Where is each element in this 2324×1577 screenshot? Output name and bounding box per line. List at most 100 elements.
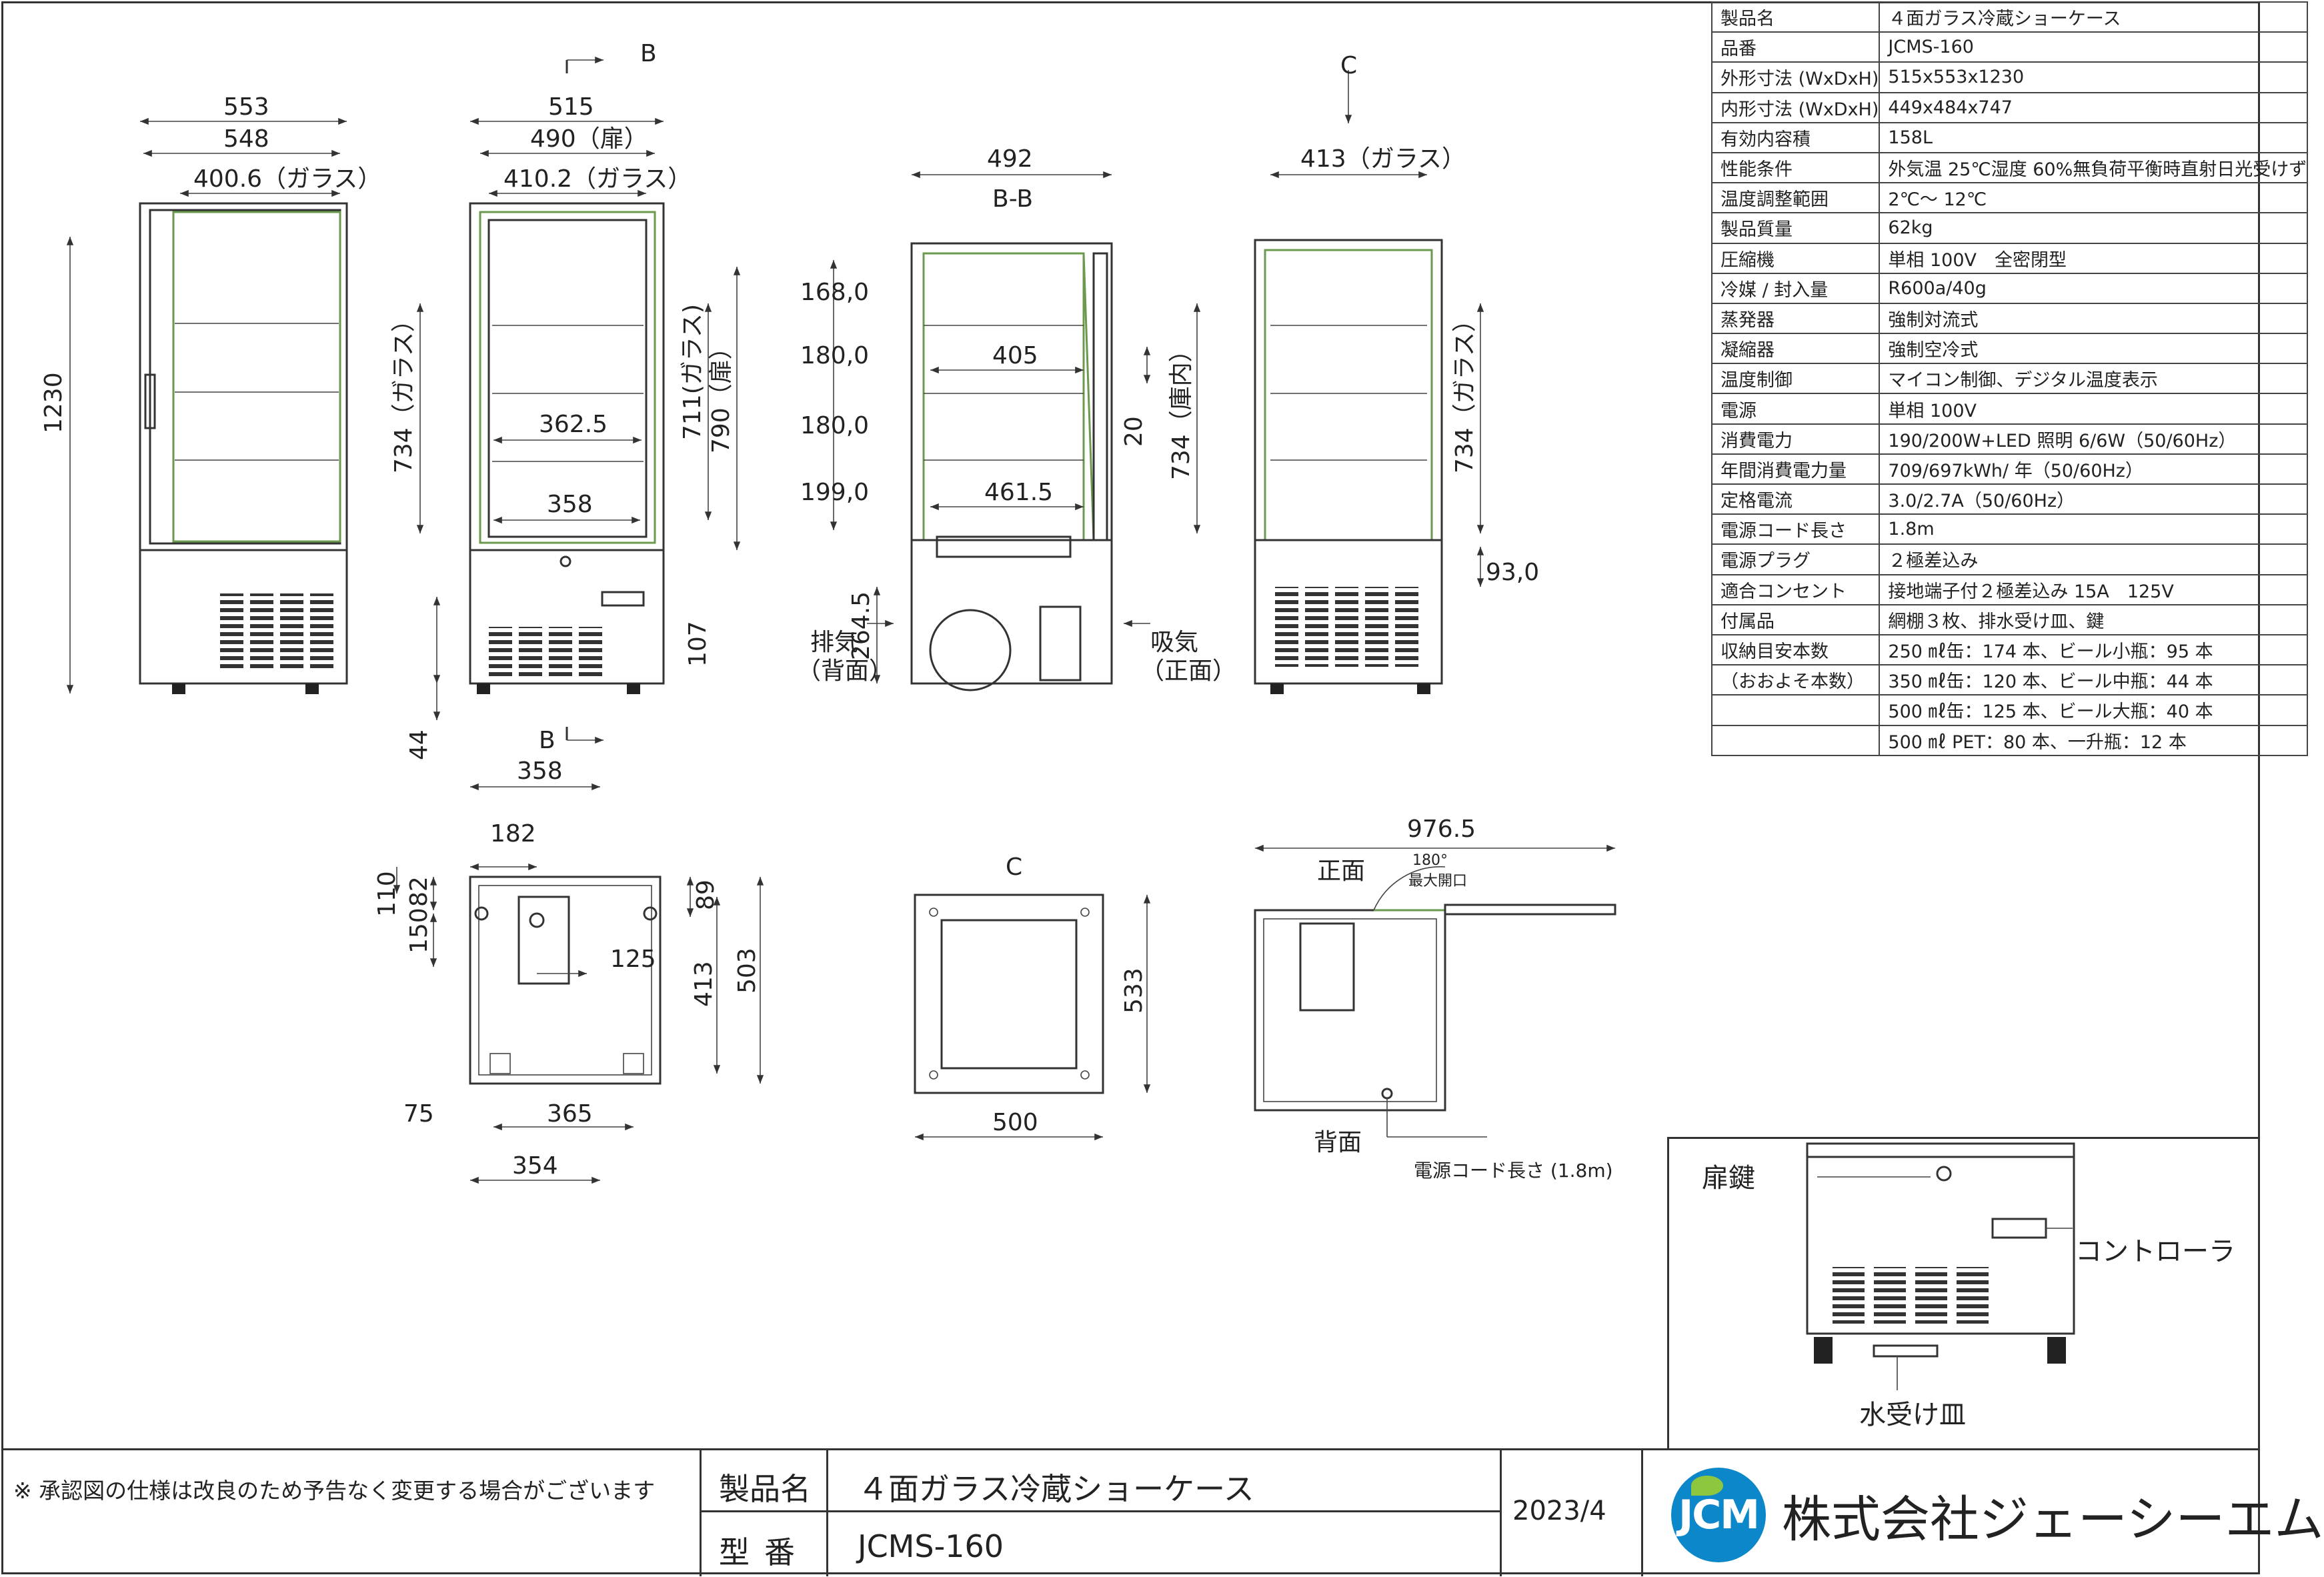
spec-value: R600a/40g [1879, 272, 2309, 304]
plan-title-c: C [1006, 854, 1022, 881]
dim-734-glass: 734（ガラス） [390, 308, 417, 473]
spec-key: 電源コード長さ [1710, 513, 1881, 545]
bottom-view: 182 110 82 150 125 89 413 503 75 365 354 [373, 820, 764, 1184]
dim-3625: 362.5 [539, 411, 608, 438]
company-name: 株式会社ジェーシーエム [1782, 1491, 2324, 1548]
spec-key [1710, 694, 1881, 726]
technical-drawing: 553 548 400.6（ガラス） 1230 734（ガラス） [40, 40, 2235, 1430]
spec-key [1710, 724, 1881, 756]
drawing-frame [1, 1, 2260, 1574]
inset-frame [1667, 1137, 2260, 1448]
dim-358-bottom: 358 [517, 757, 563, 785]
title-block: ※ 承認図の仕様は改良のため予告なく変更する場合がございます 製品名 型番 ４面… [1, 1448, 2324, 1576]
spec-value: 709/697kWh/ 年（50/60Hz） [1879, 453, 2309, 485]
drawing-date: 2023/4 [1502, 1450, 1643, 1576]
top-back-label: 背面 [1314, 1129, 1362, 1156]
dim-503: 503 [734, 948, 761, 994]
spec-value: 158L [1879, 121, 2309, 153]
spec-value: 500 ㎖缶：125 本、ビール大瓶：40 本 [1879, 694, 2309, 726]
spec-key: 付属品 [1710, 603, 1881, 635]
dim-1680: 168,0 [800, 279, 869, 306]
spec-row: 500 ㎖缶：125 本、ビール大瓶：40 本 [1710, 694, 2309, 726]
spec-value: マイコン制御、デジタル温度表示 [1879, 363, 2309, 395]
front-view: B B 515 490（扉） 410.2（ガラス） 362.5 358 711(… [405, 40, 741, 791]
spec-value: ４面ガラス冷蔵ショーケース [1879, 1, 2309, 33]
dim-548: 548 [223, 125, 269, 153]
spec-row: （おおよそ本数）350 ㎖缶：120 本、ビール中瓶：44 本 [1710, 664, 2309, 696]
product-name-value: ４面ガラス冷蔵ショーケース [828, 1450, 1502, 1512]
dim-4615: 461.5 [984, 479, 1053, 506]
spec-key: 凝縮器 [1710, 333, 1881, 365]
dim-1800-b: 180,0 [800, 412, 869, 439]
disclaimer-note: ※ 承認図の仕様は改良のため予告なく変更する場合がございます [1, 1450, 702, 1576]
product-name-label: 製品名 [702, 1450, 828, 1512]
spec-key: 温度調整範囲 [1710, 182, 1881, 214]
spec-key: 電源 [1710, 393, 1881, 425]
spec-row: 内形寸法 (WxDxH)449x484x747 [1710, 91, 2309, 123]
dim-734-glass-rear: 734（ガラス） [1451, 308, 1478, 473]
spec-value: ２極差込み [1879, 543, 2309, 575]
spec-value: 3.0/2.7A（50/60Hz） [1879, 483, 2309, 515]
spec-row: 性能条件外気温 25℃湿度 60%無負荷平衡時直射日光受けず [1710, 151, 2309, 184]
spec-value: 500 ㎖ PET：80 本、一升瓶：12 本 [1879, 724, 2309, 756]
model-label: 型番 [702, 1512, 828, 1576]
spec-value: 62kg [1879, 212, 2309, 244]
spec-key: 年間消費電力量 [1710, 453, 1881, 485]
dim-790-door: 790（扉） [708, 335, 735, 453]
spec-key: 有効内容積 [1710, 121, 1881, 153]
dim-75: 75 [403, 1100, 434, 1128]
company-brand: JCM 株式会社ジェーシーエム [1643, 1450, 2324, 1576]
spec-value: 515x553x1230 [1879, 61, 2309, 93]
spec-value: 単相 100V 全密閉型 [1879, 242, 2309, 274]
spec-row: 温度制御マイコン制御、デジタル温度表示 [1710, 363, 2309, 395]
dim-44: 44 [405, 729, 433, 760]
spec-value: 網棚３枚、排水受け皿、鍵 [1879, 603, 2309, 635]
spec-value: 強制対流式 [1879, 302, 2309, 335]
spec-row: 凝縮器強制空冷式 [1710, 333, 2309, 365]
spec-key: 蒸発器 [1710, 302, 1881, 335]
dim-413-glass: 413（ガラス） [1300, 145, 1466, 173]
spec-value: 190/200W+LED 照明 6/6W（50/60Hz） [1879, 423, 2309, 455]
dim-110: 110 [373, 871, 401, 917]
dim-354: 354 [512, 1152, 558, 1180]
spec-key: 収納目安本数 [1710, 633, 1881, 666]
model-value: JCMS-160 [828, 1512, 1502, 1576]
rear-view: C 413（ガラス） 734（ガラス） 93,0 [1254, 52, 1539, 694]
dim-553: 553 [223, 93, 269, 121]
spec-row: 蒸発器強制対流式 [1710, 302, 2309, 335]
dim-533: 533 [1120, 968, 1148, 1014]
logo-leaf-icon [1691, 1476, 1723, 1496]
spec-key: 外形寸法 (WxDxH) [1710, 61, 1881, 93]
spec-value: 350 ㎖缶：120 本、ビール中瓶：44 本 [1879, 664, 2309, 696]
spec-row: 電源単相 100V [1710, 393, 2309, 425]
spec-key: 製品質量 [1710, 212, 1881, 244]
dim-734-inner: 734（庫内） [1168, 338, 1195, 480]
spec-row: 付属品網棚３枚、排水受け皿、鍵 [1710, 603, 2309, 635]
plan-view-c: C 533 500 [914, 854, 1151, 1141]
dim-413: 413 [690, 961, 718, 1007]
spec-key: 定格電流 [1710, 483, 1881, 515]
side-view: 553 548 400.6（ガラス） 1230 734（ガラス） [40, 93, 424, 694]
spec-value: 単相 100V [1879, 393, 2309, 425]
dim-358: 358 [547, 491, 593, 518]
dim-20: 20 [1120, 416, 1148, 447]
dim-4006-glass: 400.6（ガラス） [193, 165, 381, 193]
exhaust-sub-label: （背面） [797, 657, 893, 685]
dim-1800-a: 180,0 [800, 342, 869, 369]
spec-value: 2℃～ 12℃ [1879, 182, 2309, 214]
spec-key: 温度制御 [1710, 363, 1881, 395]
intake-label: 吸気 [1150, 629, 1198, 656]
dim-1990: 199,0 [800, 479, 869, 506]
power-cord-label: 電源コード長さ (1.8m) [1414, 1160, 1613, 1182]
dim-82: 82 [405, 876, 433, 907]
dim-9765: 976.5 [1407, 816, 1476, 843]
dim-365: 365 [547, 1100, 593, 1128]
spec-value: 外気温 25℃湿度 60%無負荷平衡時直射日光受けず [1879, 151, 2309, 184]
